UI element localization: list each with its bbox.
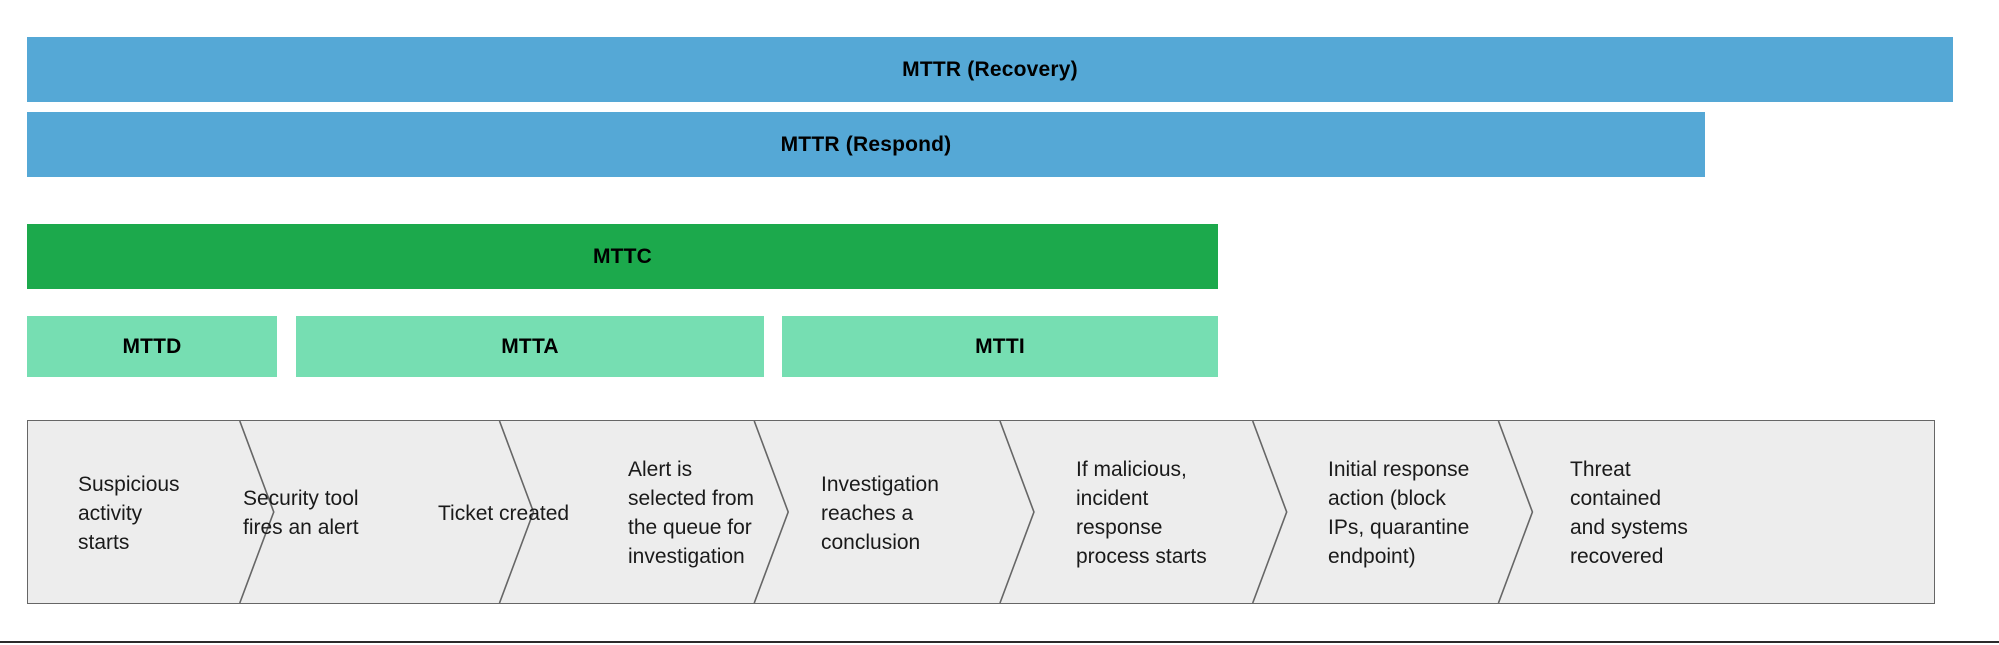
metric-bar-mtti[interactable]: MTTI bbox=[782, 316, 1218, 377]
flow-step-ticket-created[interactable]: Ticket created bbox=[438, 421, 653, 603]
metric-bar-label: MTTD bbox=[122, 335, 182, 358]
flow-step-label: If malicious, incident response process … bbox=[1076, 458, 1207, 568]
metric-bar-label: MTTR (Respond) bbox=[780, 133, 952, 156]
flow-step-alert-selected-from-queue[interactable]: Alert is selected from the queue for inv… bbox=[628, 421, 843, 603]
metric-bar-mttd[interactable]: MTTD bbox=[27, 316, 277, 377]
baseline-divider bbox=[0, 641, 1999, 643]
flow-step-investigation-reaches-conclusion[interactable]: Investigation reaches a conclusion bbox=[821, 421, 1026, 603]
metric-bar-label: MTTC bbox=[592, 245, 653, 268]
flow-step-security-tool-fires-alert[interactable]: Security tool fires an alert bbox=[243, 421, 458, 603]
flow-step-label: Suspicious activity starts bbox=[78, 472, 180, 554]
metric-bar-mtta[interactable]: MTTA bbox=[296, 316, 764, 377]
flow-step-label: Threat contained and systems recovered bbox=[1570, 458, 1688, 568]
flow-step-label: Security tool fires an alert bbox=[243, 487, 359, 539]
flow-step-initial-response-action[interactable]: Initial response action (block IPs, quar… bbox=[1328, 421, 1538, 603]
metric-bar-label: MTTR (Recovery) bbox=[902, 58, 1078, 81]
flow-step-label: Alert is selected from the queue for inv… bbox=[628, 458, 755, 568]
flow-step-suspicious-activity-starts[interactable]: Suspicious activity starts bbox=[78, 421, 248, 603]
metric-bar-label: MTTI bbox=[975, 335, 1025, 358]
metric-bar-label: MTTA bbox=[501, 335, 559, 358]
process-flow-strip: Suspicious activity starts Security tool… bbox=[27, 420, 1935, 604]
flow-step-label: Investigation reaches a conclusion bbox=[821, 472, 939, 554]
metric-bar-mttr-respond[interactable]: MTTR (Respond) bbox=[27, 112, 1705, 177]
metric-bar-mttr-recovery[interactable]: MTTR (Recovery) bbox=[27, 37, 1953, 102]
flow-step-incident-response-process-starts[interactable]: If malicious, incident response process … bbox=[1076, 421, 1276, 603]
flow-step-label: Ticket created bbox=[438, 501, 570, 525]
metric-bar-mttc[interactable]: MTTC bbox=[27, 224, 1218, 289]
flow-step-label: Initial response action (block IPs, quar… bbox=[1328, 458, 1470, 568]
flow-step-threat-contained-systems-recovered[interactable]: Threat contained and systems recovered bbox=[1570, 421, 1780, 603]
